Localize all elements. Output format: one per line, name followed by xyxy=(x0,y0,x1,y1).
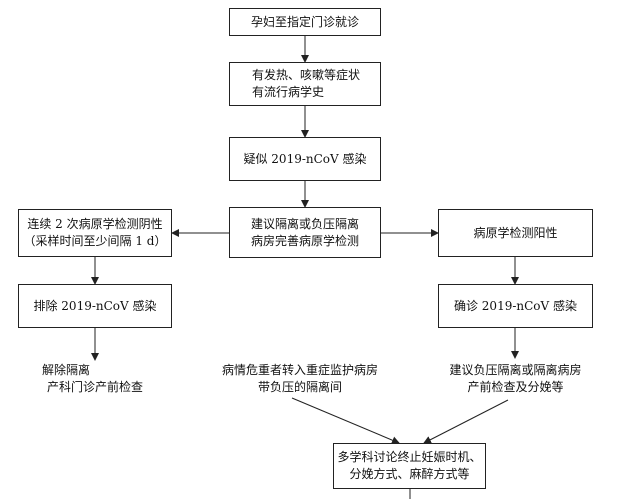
step-symptoms-history: 有发热、咳嗽等症状 有流行病学史 xyxy=(229,62,381,106)
step-multidisciplinary-discussion: 多学科讨论终止妊娠时机、 分娩方式、麻醉方式等 xyxy=(333,443,486,489)
step-negative-tests: 连续 2 次病原学检测阴性 （采样时间至少间隔 1 d） xyxy=(18,209,172,257)
step-icu-transfer: 病情危重者转入重症监护病房 带负压的隔离间 xyxy=(221,363,378,394)
step-suspected-infection: 疑似 2019-nCoV 感染 xyxy=(229,137,381,181)
arrow-right3-final xyxy=(423,399,509,444)
step-release-isolation: 解除隔离 产科门诊产前检查 xyxy=(42,363,143,394)
arrow-mid3-final xyxy=(291,397,400,444)
step-isolation-testing: 建议隔离或负压隔离 病房完善病原学检测 xyxy=(229,207,381,258)
step-arrive-clinic: 孕妇至指定门诊就诊 xyxy=(229,8,381,36)
step-positive-test: 病原学检测阳性 xyxy=(438,209,593,257)
step-isolation-ward-delivery: 建议负压隔离或隔离病房 产前检查及分娩等 xyxy=(449,363,582,394)
step-confirmed-infection: 确诊 2019-nCoV 感染 xyxy=(438,284,593,328)
step-exclude-infection: 排除 2019-nCoV 感染 xyxy=(18,284,172,328)
